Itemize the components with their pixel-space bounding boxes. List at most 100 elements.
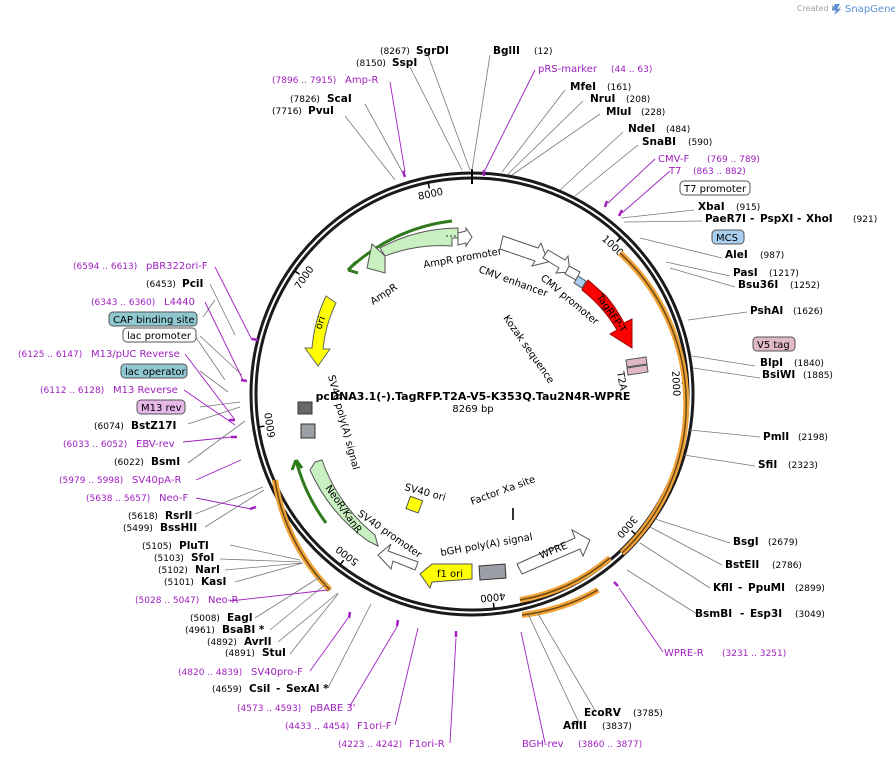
svg-text:Neo-F: Neo-F (159, 493, 189, 504)
sv40-polya-marker[interactable] (297, 401, 313, 415)
enzyme-label-bsabi[interactable]: (4961) BsaBI * (185, 624, 265, 636)
v5-marker[interactable] (626, 364, 649, 376)
box-v5-tag[interactable]: V5 tag (752, 336, 796, 352)
ori-label: ori (313, 315, 328, 331)
enzyme-label-bsshii[interactable]: (5499) BssHII (123, 522, 197, 534)
primer-label-sv40pro-f[interactable]: (4820 .. 4839) SV40pro-F (178, 667, 303, 678)
enzyme-label-pmli[interactable]: PmlI (2198) (763, 431, 828, 443)
box-mcs[interactable]: MCS (711, 229, 745, 245)
enzyme-label-bsu36i[interactable]: Bsu36I (1252) (738, 279, 820, 291)
neor-feature[interactable] (290, 459, 379, 547)
enzyme-label-nrui[interactable]: NruI (208) (590, 93, 650, 105)
enzyme-label-paer7i-pspxi-xhoi[interactable]: PaeR7I - PspXI - XhoI (921) (705, 213, 877, 225)
enzyme-label-pshai[interactable]: PshAI (1626) (750, 305, 823, 317)
t2a-marker[interactable] (625, 356, 648, 368)
primer-label-pbr322ori-f[interactable]: (6594 .. 6613) pBR322ori-F (73, 261, 208, 272)
tick-mark (616, 236, 622, 243)
kozak-marker[interactable] (573, 275, 587, 289)
svg-text:CsiI: CsiI (249, 683, 270, 695)
primer-label-ebv-rev[interactable]: (6033 .. 6052) EBV-rev (63, 439, 175, 450)
primer-label-pbabe3[interactable]: (4573 .. 4593) pBABE 3' (237, 703, 356, 714)
enzyme-label-snabi[interactable]: SnaBI (590) (642, 136, 712, 148)
enzyme-label-mlui[interactable]: MluI (228) (606, 106, 665, 118)
box-m13-rev[interactable]: M13 rev (136, 399, 186, 415)
enzyme-label-bsiwi[interactable]: BsiWI (1885) (762, 369, 833, 381)
enzyme-label-ndei[interactable]: NdeI (484) (628, 123, 690, 135)
enzyme-label-sfii[interactable]: SfiI (2323) (758, 459, 818, 471)
sv40-promoter-arrow[interactable] (377, 543, 419, 571)
primer-label-m13-reverse[interactable]: (6112 .. 6128) M13 Reverse (40, 385, 178, 396)
enzyme-label-pcii[interactable]: (6453) PciI (146, 278, 203, 290)
primer-label-m13-puc-reverse[interactable]: (6125 .. 6147) M13/pUC Reverse (18, 349, 180, 360)
box-t7-promoter[interactable]: T7 promoter (679, 180, 751, 196)
enzyme-label-sgrdi[interactable]: (8267) SgrDI (380, 45, 449, 57)
enzyme-label-kasi[interactable]: (5101) KasI (164, 576, 226, 588)
enzyme-label-nari[interactable]: (5102) NarI (158, 564, 220, 576)
ori-arrow[interactable] (304, 295, 337, 367)
tagrfp-arrow[interactable] (581, 279, 633, 349)
enzyme-label-rsrii[interactable]: (5618) RsrII (128, 510, 192, 522)
enzyme-label-pasi[interactable]: PasI (1217) (733, 267, 799, 279)
enzyme-label-ecorv[interactable]: EcoRV (3785) (584, 707, 663, 719)
ampr-promoter-arrow[interactable] (457, 226, 473, 248)
enzyme-label-aflii[interactable]: AflII (3837) (563, 720, 632, 732)
tick-mark (258, 425, 265, 428)
enzyme-label-csii-sexai[interactable]: (4659) CsiI - SexAI * (212, 683, 329, 695)
primer-label-l4440[interactable]: (6343 .. 6360) L4440 (91, 297, 195, 308)
primer-leader-lines (182, 69, 671, 744)
svg-text:(4961): (4961) (185, 626, 215, 636)
svg-text:(5499): (5499) (123, 524, 153, 534)
bgh-polya-marker[interactable] (478, 563, 507, 581)
enzyme-label-bstz17i[interactable]: (6074) BstZ17I (94, 420, 176, 432)
cmv-enhancer-arrow[interactable] (499, 235, 549, 267)
primer-label-t7[interactable]: T7 (863 .. 882) (668, 166, 746, 177)
svg-text:(3837): (3837) (602, 722, 632, 732)
enzyme-label-sspi[interactable]: (8150) SspI (356, 57, 417, 69)
primer-label-cmv-f[interactable]: CMV-F (769 .. 789) (658, 154, 760, 165)
enzyme-label-alei[interactable]: AleI (987) (725, 249, 784, 261)
svg-text:-: - (738, 582, 742, 594)
enzyme-label-bsmi[interactable]: (6022) BsmI (114, 456, 180, 468)
sv40-polya-marker-2[interactable] (300, 423, 316, 439)
box-cap-binding-site[interactable]: CAP binding site (108, 311, 198, 327)
enzyme-label-xbai[interactable]: XbaI (915) (698, 201, 760, 213)
primer-label-neo-f[interactable]: (5638 .. 5657) Neo-F (86, 493, 189, 504)
primer-label-neo-r[interactable]: (5028 .. 5047) Neo-R (135, 595, 239, 606)
enzyme-label-eagi[interactable]: (5008) EagI (190, 612, 253, 624)
primer-label-sv40pa-r[interactable]: (5979 .. 5998) SV40pA-R (59, 475, 181, 486)
sv40-ori-marker[interactable] (405, 495, 424, 514)
box-lac-operator[interactable]: lac operator (120, 363, 188, 379)
enzyme-label-pluti[interactable]: (5105) PluTI (142, 540, 209, 552)
primer-label-amp-r[interactable]: (7896 .. 7915) Amp-R (272, 75, 379, 86)
svg-text:(161): (161) (607, 83, 631, 93)
enzyme-label-kfli-ppumi[interactable]: KflI - PpuMI (2899) (713, 582, 825, 594)
enzyme-label-sfoi[interactable]: (5103) SfoI (154, 552, 214, 564)
cmv-promoter-arrow[interactable] (542, 249, 571, 274)
enzyme-label-bsgi[interactable]: BsgI (2679) (733, 536, 798, 548)
enzyme-label-mfei[interactable]: MfeI (161) (570, 81, 631, 93)
enzyme-label-scai[interactable]: (7826) ScaI (290, 93, 352, 105)
f1-ori-arrow[interactable] (419, 563, 473, 590)
svg-text:F1ori-F: F1ori-F (357, 721, 392, 732)
enzyme-label-bglii[interactable]: BglII (12) (493, 45, 552, 57)
ampr-feature[interactable] (346, 219, 459, 275)
primer-label-prs-marker[interactable]: pRS-marker (44 .. 63) (538, 64, 652, 75)
svg-text:PmlI: PmlI (763, 431, 789, 443)
enzyme-label-blpi[interactable]: BlpI (1840) (760, 357, 824, 369)
svg-text:ScaI: ScaI (327, 93, 352, 105)
primer-label-f1ori-f[interactable]: (4433 .. 4454) F1ori-F (285, 721, 392, 732)
enzyme-label-stui[interactable]: (4891) StuI (225, 647, 286, 659)
primer-label-f1ori-r[interactable]: (4223 .. 4242) F1ori-R (338, 739, 445, 750)
svg-text:T7: T7 (668, 166, 681, 177)
primer-label-bgh-rev[interactable]: BGH-rev (3860 .. 3877) (522, 739, 642, 750)
enzyme-label-pvui[interactable]: (7716) PvuI (272, 105, 334, 117)
enzyme-label-bsmbi-esp3i[interactable]: BsmBI - Esp3I (3049) (695, 608, 825, 620)
wpre-arrow[interactable] (516, 528, 591, 575)
svg-text:(4659): (4659) (212, 685, 242, 695)
primer-label-wpre-r[interactable]: WPRE-R (3231 .. 3251) (664, 648, 786, 659)
box-lac-promoter[interactable]: lac promoter (122, 327, 197, 343)
svg-text:(5638 .. 5657): (5638 .. 5657) (86, 494, 150, 504)
enzyme-label-avrii[interactable]: (4892) AvrII (207, 636, 272, 648)
svg-text:MfeI: MfeI (570, 81, 596, 93)
enzyme-label-bsteii[interactable]: BstEII (2786) (725, 559, 802, 571)
